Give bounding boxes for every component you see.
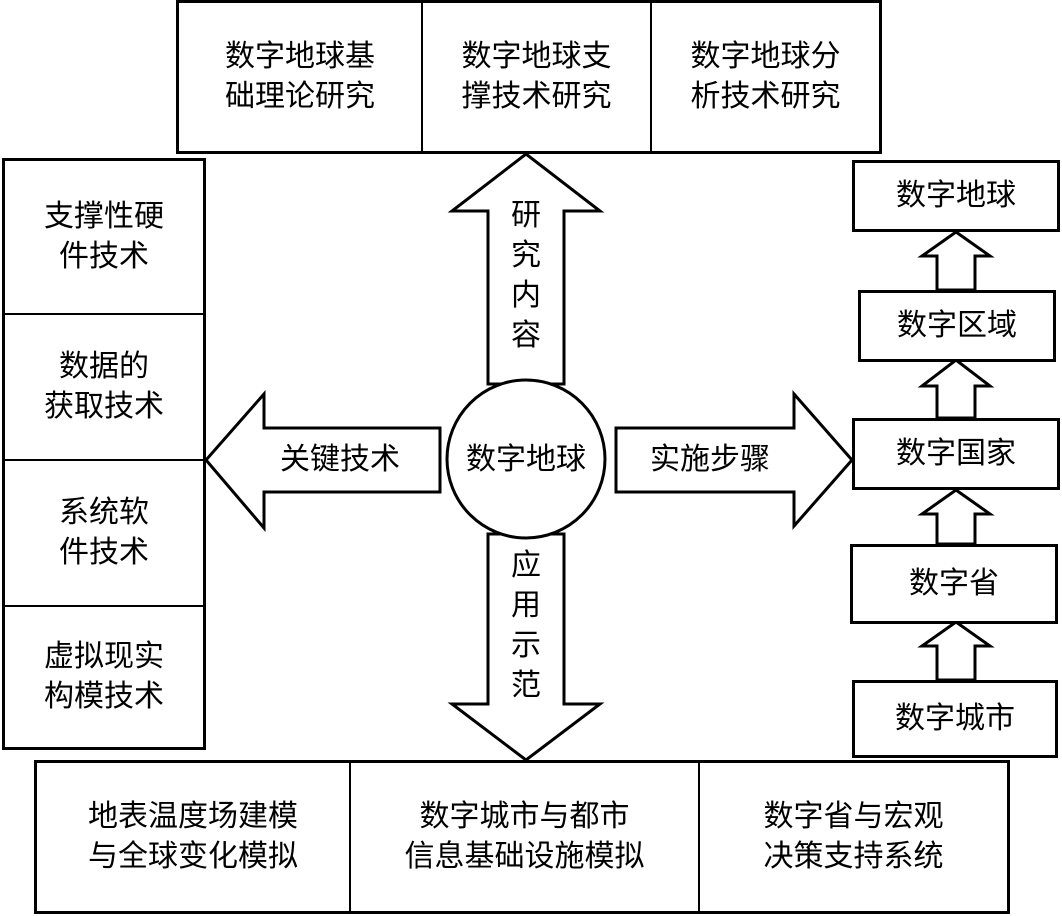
research-topic-support-tech: 数字地球支 撑技术研究	[461, 39, 612, 114]
key-tech-virtual-reality: 虚拟现实 构模技术	[44, 639, 164, 714]
stack-up-arrow-4	[917, 620, 995, 682]
stack-digital-region: 数字区域	[858, 290, 1056, 362]
divider	[5, 459, 203, 461]
divider	[650, 3, 652, 151]
stack-digital-province: 数字省	[850, 544, 1058, 624]
application-demo-label: 应 用 示 范	[511, 548, 541, 703]
research-topic-analysis-tech: 数字地球分 析技术研究	[690, 39, 841, 114]
key-tech-system-software: 系统软 件技术	[59, 495, 149, 570]
center-circle	[445, 378, 607, 540]
center-label: 数字地球	[466, 442, 586, 477]
stack-digital-earth: 数字地球	[852, 160, 1060, 232]
applications-box: 地表温度场建模 与全球变化模拟 数字城市与都市 信息基础设施模拟 数字省与宏观 …	[34, 760, 1010, 914]
stack-digital-nation: 数字国家	[852, 418, 1060, 490]
divider	[698, 763, 700, 911]
research-topic-basic-theory: 数字地球基 础理论研究	[225, 39, 375, 114]
research-content-label: 研 究 内 容	[511, 198, 541, 353]
research-topics-box: 数字地球基 础理论研究 数字地球支 撑技术研究 数字地球分 析技术研究	[176, 0, 882, 154]
application-demo-arrow	[447, 532, 605, 762]
stack-up-arrow-2	[917, 358, 995, 420]
stack-up-arrow-1	[917, 230, 995, 292]
divider	[349, 763, 351, 911]
key-tech-data-acquisition: 数据的 获取技术	[44, 349, 164, 424]
key-tech-hardware: 支撑性硬 件技术	[44, 199, 164, 274]
implementation-steps-arrow	[614, 390, 854, 530]
application-decision-support: 数字省与宏观 决策支持系统	[763, 799, 944, 874]
implementation-steps-label: 实施步骤	[650, 442, 770, 477]
research-content-arrow	[447, 152, 605, 386]
key-technology-arrow	[204, 390, 442, 533]
divider	[421, 3, 423, 151]
application-temperature-modeling: 地表温度场建模 与全球变化模拟	[88, 799, 298, 874]
key-technology-label: 关键技术	[280, 442, 400, 477]
divider	[5, 313, 203, 315]
stack-digital-city: 数字城市	[852, 680, 1058, 758]
key-technologies-box: 支撑性硬 件技术 数据的 获取技术 系统软 件技术 虚拟现实 构模技术	[2, 158, 206, 750]
divider	[5, 605, 203, 607]
stack-up-arrow-3	[917, 488, 995, 546]
application-digital-city: 数字城市与都市 信息基础设施模拟	[404, 799, 645, 874]
